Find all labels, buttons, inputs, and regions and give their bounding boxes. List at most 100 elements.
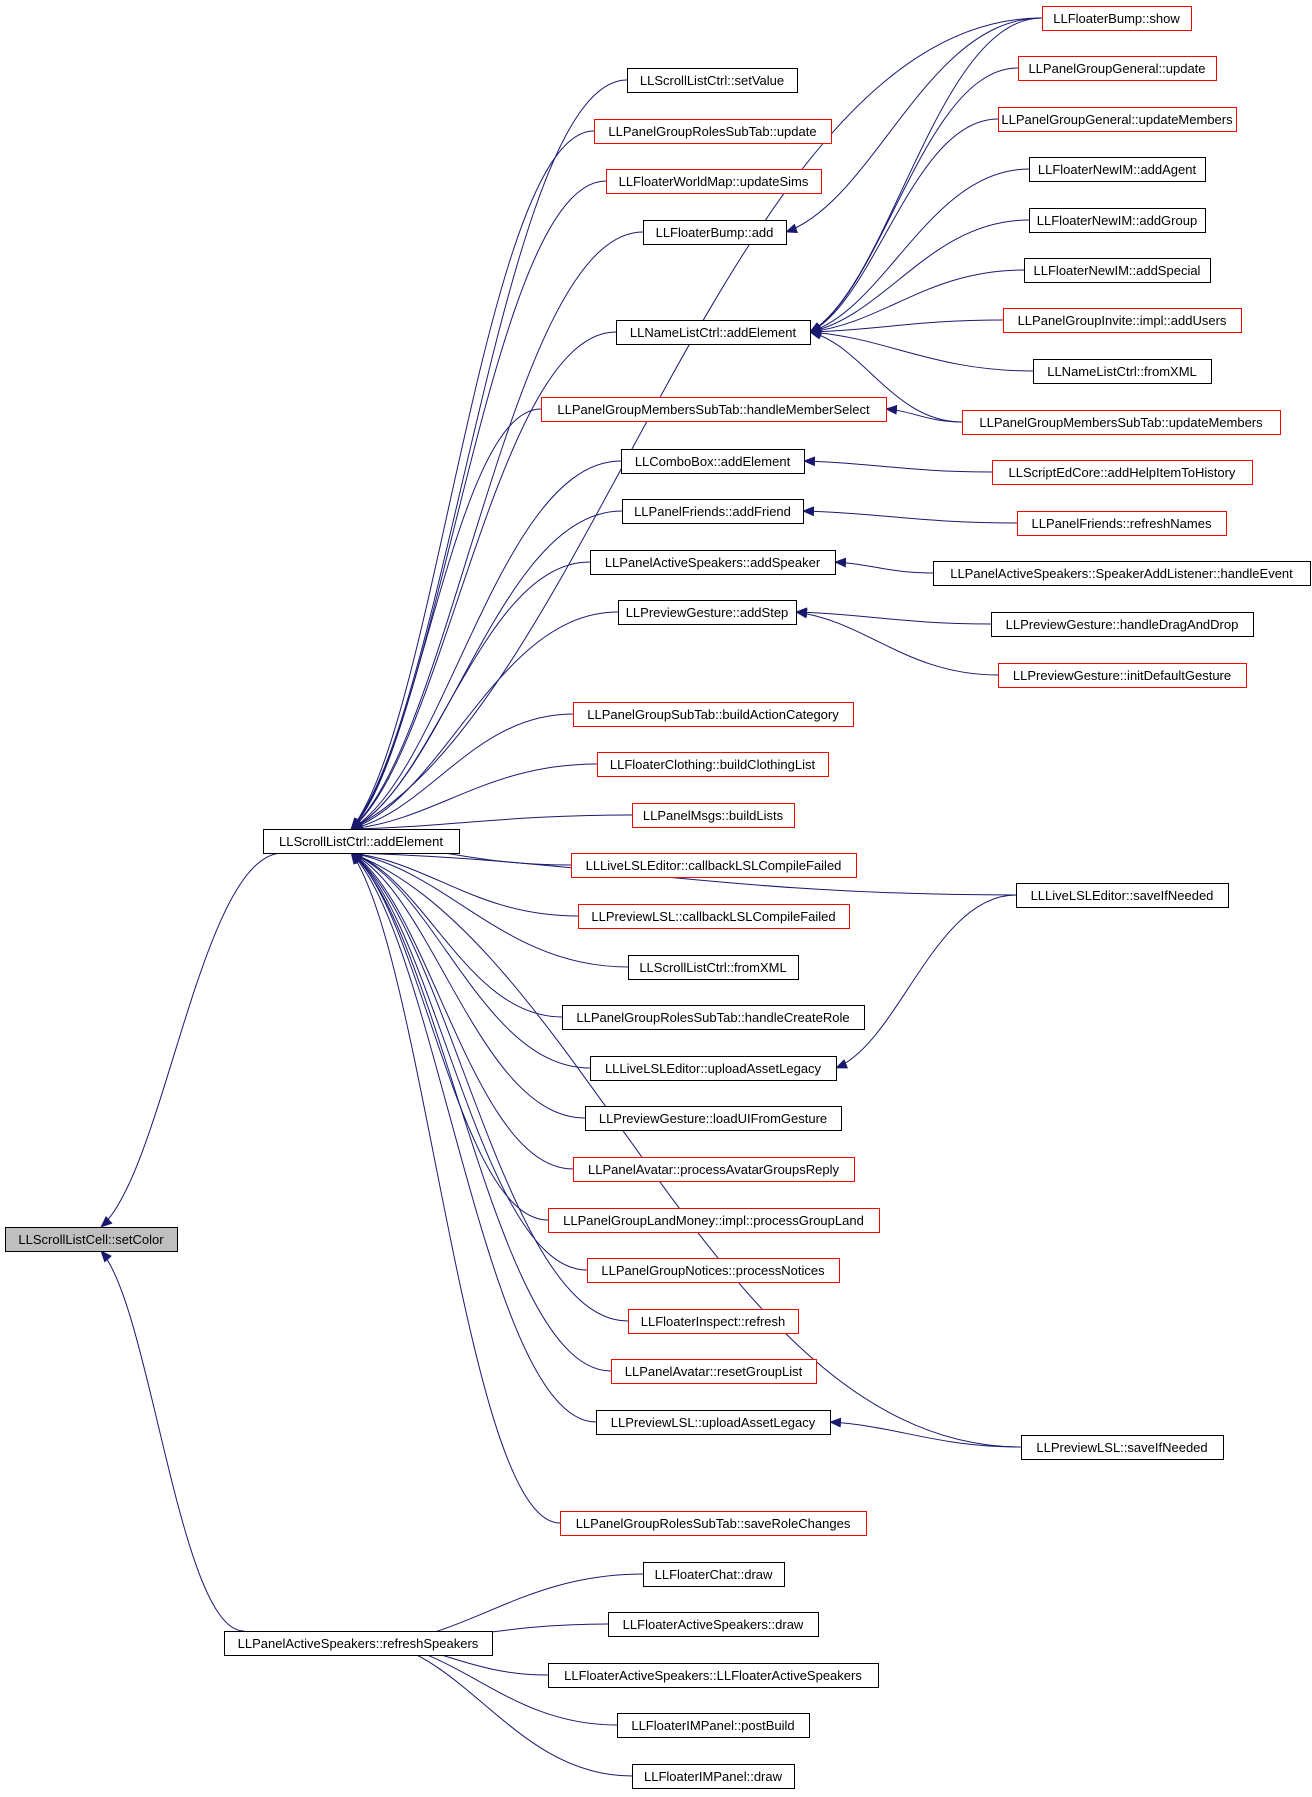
node-label: LLPanelGroupGeneral::update xyxy=(1028,61,1205,76)
node-worldMapUpdateSims[interactable]: LLFloaterWorldMap::updateSims xyxy=(606,169,822,194)
node-label: LLScrollListCtrl::fromXML xyxy=(639,960,786,975)
node-label: LLScrollListCell::setColor xyxy=(18,1232,164,1247)
node-generalUpdate[interactable]: LLPanelGroupGeneral::update xyxy=(1018,56,1217,81)
edge-addHelpItem-to-comboAddElement xyxy=(803,456,993,473)
node-box xyxy=(627,68,798,93)
node-label: LLFloaterIMPanel::postBuild xyxy=(631,1718,794,1733)
edge-generalUpdate-to-nameListAddElement xyxy=(809,67,1019,333)
node-root[interactable]: LLScrollListCell::setColor xyxy=(5,1227,178,1252)
node-handleMemberSelect[interactable]: LLPanelGroupMembersSubTab::handleMemberS… xyxy=(541,397,887,422)
node-box xyxy=(618,600,797,625)
node-label: LLPanelGroupMembersSubTab::updateMembers xyxy=(979,415,1263,430)
node-label: LLFloaterActiveSpeakers::draw xyxy=(623,1617,804,1632)
node-newIMAddAgent[interactable]: LLFloaterNewIM::addAgent xyxy=(1029,157,1206,182)
node-label: LLPanelGroupInvite::impl::addUsers xyxy=(1018,313,1227,328)
node-label: LLPanelGroupRolesSubTab::update xyxy=(608,124,816,139)
edge-bumpShow-to-bumpAdd xyxy=(785,17,1043,233)
edge-inviteAddUsers-to-nameListAddElement xyxy=(809,319,1004,337)
node-box xyxy=(628,955,799,980)
node-initDefaultGesture[interactable]: LLPreviewGesture::initDefaultGesture xyxy=(998,663,1247,688)
node-box xyxy=(596,1410,831,1435)
node-label: LLPreviewGesture::handleDragAndDrop xyxy=(1006,617,1239,632)
node-newIMAddSpecial[interactable]: LLFloaterNewIM::addSpecial xyxy=(1024,258,1211,283)
node-box xyxy=(998,107,1237,132)
node-buildActionCategory[interactable]: LLPanelGroupSubTab::buildActionCategory xyxy=(573,702,854,727)
node-generalUpdateMembers[interactable]: LLPanelGroupGeneral::updateMembers xyxy=(998,107,1237,132)
node-bumpAdd[interactable]: LLFloaterBump::add xyxy=(643,220,787,245)
edge-buildActionCategory-to-addElement xyxy=(350,713,574,832)
node-bumpShow[interactable]: LLFloaterBump::show xyxy=(1042,6,1192,31)
node-label: LLPreviewGesture::initDefaultGesture xyxy=(1013,668,1231,683)
node-resetGroupList[interactable]: LLPanelAvatar::resetGroupList xyxy=(611,1359,817,1384)
edge-previewCompileFailed-to-addElement xyxy=(350,849,579,917)
node-speakerHandleEvent[interactable]: LLPanelActiveSpeakers::SpeakerAddListene… xyxy=(933,561,1311,586)
node-processNotices[interactable]: LLPanelGroupNotices::processNotices xyxy=(587,1258,840,1283)
node-previewUploadAsset[interactable]: LLPreviewLSL::uploadAssetLegacy xyxy=(596,1410,831,1435)
node-refreshNames[interactable]: LLPanelFriends::refreshNames xyxy=(1017,511,1227,536)
node-label: LLComboBox::addElement xyxy=(635,454,791,469)
node-label: LLFloaterBump::show xyxy=(1053,11,1180,26)
node-scrollFromXML[interactable]: LLScrollListCtrl::fromXML xyxy=(628,955,799,980)
node-layer: LLScrollListCell::setColor LLScrollListCt… xyxy=(5,6,1311,1789)
edge-processGroupLand-to-addElement xyxy=(350,852,549,1221)
node-buildLists[interactable]: LLPanelMsgs::buildLists xyxy=(632,803,795,828)
edge-loadUIFromGesture-to-addElement xyxy=(350,852,586,1119)
node-previewCompileFailed[interactable]: LLPreviewLSL::callbackLSLCompileFailed xyxy=(578,904,850,929)
node-nameListFromXML[interactable]: LLNameListCtrl::fromXML xyxy=(1033,359,1212,384)
edge-saveRoleChanges-to-addElement xyxy=(350,852,561,1524)
edge-membersUpdateMembers-to-nameListAddElement xyxy=(809,329,963,423)
node-label: LLFloaterBump::add xyxy=(656,225,774,240)
node-addStep[interactable]: LLPreviewGesture::addStep xyxy=(618,600,797,625)
node-processGroupLand[interactable]: LLPanelGroupLandMoney::impl::processGrou… xyxy=(548,1208,880,1233)
node-box xyxy=(562,1005,865,1030)
edge-addStep-to-addElement xyxy=(350,611,619,831)
edge-worldMapUpdateSims-to-addElement xyxy=(350,180,607,830)
edge-scrollFromXML-to-addElement xyxy=(350,849,629,968)
edge-previewSaveIfNeeded-to-previewUploadAsset xyxy=(829,1417,1022,1448)
node-imDraw[interactable]: LLFloaterIMPanel::draw xyxy=(632,1764,795,1789)
node-label: LLPanelGroupLandMoney::impl::processGrou… xyxy=(563,1213,864,1228)
edge-processNotices-to-addElement xyxy=(350,852,588,1271)
node-setValue[interactable]: LLScrollListCtrl::setValue xyxy=(627,68,798,93)
node-addFriend[interactable]: LLPanelFriends::addFriend xyxy=(622,499,804,524)
node-refreshSpeakers[interactable]: LLPanelActiveSpeakers::refreshSpeakers xyxy=(224,1631,493,1656)
node-nameListAddElement[interactable]: LLNameListCtrl::addElement xyxy=(616,320,811,345)
edge-membersUpdateMembers-to-handleMemberSelect xyxy=(885,404,963,423)
edge-buildLists-to-addElement xyxy=(350,814,633,834)
node-rolesSubTabUpdate[interactable]: LLPanelGroupRolesSubTab::update xyxy=(594,119,832,144)
node-inspectRefresh[interactable]: LLFloaterInspect::refresh xyxy=(628,1309,799,1334)
node-box xyxy=(1029,157,1206,182)
node-membersUpdateMembers[interactable]: LLPanelGroupMembersSubTab::updateMembers xyxy=(962,410,1281,435)
node-addHelpItem[interactable]: LLScriptEdCore::addHelpItemToHistory xyxy=(992,460,1253,485)
node-box xyxy=(1024,258,1211,283)
node-saveRoleChanges[interactable]: LLPanelGroupRolesSubTab::saveRoleChanges xyxy=(560,1511,867,1536)
node-comboAddElement[interactable]: LLComboBox::addElement xyxy=(621,449,805,474)
edge-imDraw-to-refreshSpeakers xyxy=(383,1640,633,1777)
node-label: LLPreviewGesture::addStep xyxy=(626,605,789,620)
node-label: LLPreviewGesture::loadUIFromGesture xyxy=(599,1111,827,1126)
node-newIMAddGroup[interactable]: LLFloaterNewIM::addGroup xyxy=(1029,208,1206,233)
node-liveUploadAsset[interactable]: LLLiveLSLEditor::uploadAssetLegacy xyxy=(590,1056,837,1081)
node-activeSpeakersCtor[interactable]: LLFloaterActiveSpeakers::LLFloaterActive… xyxy=(548,1663,879,1688)
node-activeSpeakersDraw[interactable]: LLFloaterActiveSpeakers::draw xyxy=(608,1612,819,1637)
node-box xyxy=(597,752,829,777)
node-box xyxy=(606,169,822,194)
node-addElement[interactable]: LLScrollListCtrl::addElement xyxy=(263,829,460,854)
node-label: LLPreviewLSL::uploadAssetLegacy xyxy=(611,1415,816,1430)
node-box xyxy=(594,119,832,144)
node-imPostBuild[interactable]: LLFloaterIMPanel::postBuild xyxy=(617,1713,810,1738)
node-chatDraw[interactable]: LLFloaterChat::draw xyxy=(643,1562,785,1587)
node-inviteAddUsers[interactable]: LLPanelGroupInvite::impl::addUsers xyxy=(1003,308,1242,333)
node-loadUIFromGesture[interactable]: LLPreviewGesture::loadUIFromGesture xyxy=(585,1106,842,1131)
node-buildClothingList[interactable]: LLFloaterClothing::buildClothingList xyxy=(597,752,829,777)
node-handleCreateRole[interactable]: LLPanelGroupRolesSubTab::handleCreateRol… xyxy=(562,1005,865,1030)
node-liveSaveIfNeeded[interactable]: LLLiveLSLEditor::saveIfNeeded xyxy=(1016,883,1229,908)
node-label: LLPreviewLSL::saveIfNeeded xyxy=(1036,1440,1207,1455)
node-addSpeaker[interactable]: LLPanelActiveSpeakers::addSpeaker xyxy=(590,550,836,575)
node-processAvatarGroupsReply[interactable]: LLPanelAvatar::processAvatarGroupsReply xyxy=(573,1157,855,1182)
node-handleDragAndDrop[interactable]: LLPreviewGesture::handleDragAndDrop xyxy=(991,612,1254,637)
node-liveCompileFailed[interactable]: LLLiveLSLEditor::callbackLSLCompileFaile… xyxy=(571,853,857,878)
node-previewSaveIfNeeded[interactable]: LLPreviewLSL::saveIfNeeded xyxy=(1021,1435,1224,1460)
node-label: LLPanelAvatar::resetGroupList xyxy=(625,1364,803,1379)
